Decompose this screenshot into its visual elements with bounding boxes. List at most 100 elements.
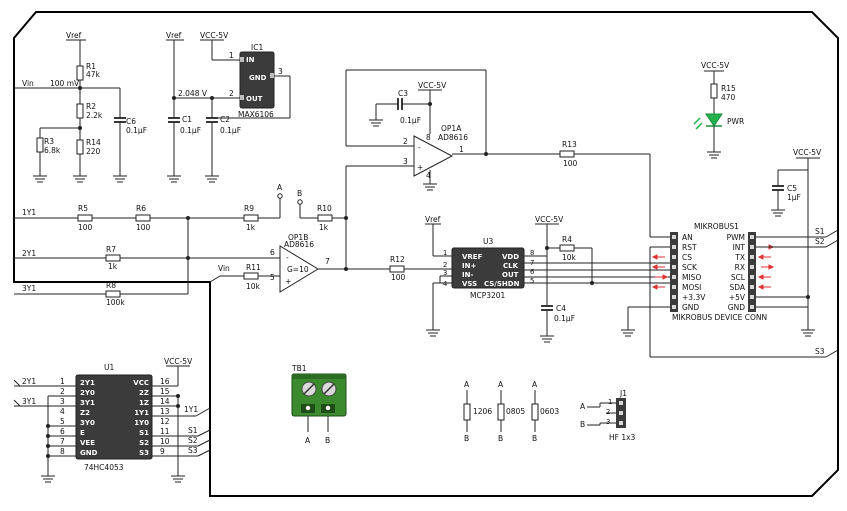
op1b-minus: - (286, 253, 289, 262)
size-0603: 0603 (540, 407, 559, 416)
u1-num-1: 1 (60, 377, 65, 386)
j1-label: J1 (619, 389, 627, 398)
mb-pin-cs: CS (682, 253, 692, 262)
s1-label: S1 (815, 227, 825, 236)
op1b-pin5: 5 (270, 273, 275, 282)
mikrobus-right-labels: PWM INT TX RX SCL SDA +5V GND (727, 233, 746, 312)
adc-section: R12 100 Vref U3 MCP3201 VREF IN+ IN- VSS… (389, 215, 670, 343)
u3-left-pins: VREF IN+ IN- VSS 1 2 3 4 (443, 249, 483, 288)
tb1-label: TB1 (291, 364, 307, 373)
mb-pin-scl: SCL (731, 273, 746, 282)
fp3-a: A (532, 380, 538, 389)
op1a-pin4: 4 (426, 171, 431, 180)
u1-num-3: 3 (60, 397, 65, 406)
u3-pin-clk: CLK (503, 262, 519, 270)
u1-right-nums: 16 15 14 13 12 11 10 9 (160, 377, 170, 456)
u3-num-2: 2 (443, 261, 447, 269)
u3-pin-inp: IN+ (462, 262, 476, 270)
r4-value: 10k (562, 253, 577, 262)
u1-num-2: 2 (60, 387, 65, 396)
op1b-amplifier: - + G=10 OP1B AD8616 6 5 7 Vin R11 10k (209, 165, 414, 293)
jumper-j1: J1 1 2 3 A B HF 1x3 (580, 389, 636, 442)
u3-part: MCP3201 (470, 291, 506, 300)
r7-name: R7 (106, 245, 116, 254)
r2-name: R2 (86, 102, 96, 111)
ic1-chip (239, 51, 275, 109)
u1-num-10: 10 (160, 437, 170, 446)
terminal-block: TB1 A B (291, 364, 347, 445)
vref-label-2: Vref (166, 31, 182, 40)
r11-value: 10k (246, 282, 261, 291)
c3-name: C3 (398, 89, 408, 98)
u3-pin-vref: VREF (462, 253, 483, 261)
reference-section: Vref VCC-5V 1 2.048 V 2 C1 0.1µF C2 0.1µ… (166, 31, 291, 183)
ic1-pin2: 2 (229, 89, 234, 98)
u1-pin-s3: S3 (139, 449, 149, 457)
op1a-pin3: 3 (403, 157, 408, 166)
tb1-body (291, 373, 347, 417)
u3-num-1: 1 (443, 249, 447, 257)
vin-label-2: Vin (218, 264, 230, 273)
r9-value: 1k (246, 223, 256, 232)
u1-num-4: 4 (60, 407, 65, 416)
c6-name: C6 (126, 117, 136, 126)
op1b-gain: G=10 (287, 265, 309, 274)
fp1-b: B (464, 434, 469, 443)
j1-pin3: 3 (606, 418, 610, 426)
r3-name: R3 (44, 137, 54, 146)
u1-num-5: 5 (60, 417, 65, 426)
op1b-part: AD8616 (284, 240, 314, 249)
u1-ch1-label: 1Y1 (184, 405, 198, 414)
mb-pin-tx: TX (734, 253, 745, 262)
u1-s2-label: S2 (188, 436, 198, 445)
tb1-a-label: A (305, 436, 311, 445)
u3-chip (451, 247, 525, 289)
mikrobus-left-labels: AN RST CS SCK MISO MOSI +3.3V GND (682, 233, 706, 312)
u3-num-5: 5 (530, 277, 534, 285)
u3-pin-cs: CS/SHDN (484, 280, 520, 288)
mb-pin-an: AN (682, 233, 693, 242)
op1b-pin6: 6 (270, 248, 275, 257)
ref-voltage-label: 2.048 V (178, 89, 208, 98)
u1-left-nums: 1 2 3 4 5 6 7 8 (60, 377, 65, 456)
u1-num-15: 15 (160, 387, 170, 396)
r3-value: 6.8k (44, 146, 61, 155)
u1-num-7: 7 (60, 437, 65, 446)
r4-name: R4 (562, 235, 572, 244)
vcc-label-4: VCC-5V (701, 61, 730, 70)
u1-pin-z2: Z2 (80, 409, 90, 417)
u1-num-11: 11 (160, 427, 170, 436)
u1-num-9: 9 (160, 447, 165, 456)
c5-section: VCC-5V C5 1µF (771, 148, 822, 296)
u3-pin-out: OUT (502, 271, 519, 279)
ic1-gnd: GND (249, 74, 267, 82)
u1-num-13: 13 (160, 407, 170, 416)
op1b-name: OP1B (288, 233, 308, 242)
mb-pin-pwm: PWM (727, 233, 745, 242)
ic1-pin1: 1 (229, 51, 234, 60)
u3-num-8: 8 (530, 249, 534, 257)
mb-pin-rst: RST (682, 243, 697, 252)
u1-num-6: 6 (60, 427, 65, 436)
c2-value: 0.1µF (220, 126, 241, 135)
r12-value: 100 (391, 273, 406, 282)
mb-pin-gnd-left: GND (682, 303, 699, 312)
u1-num-8: 8 (60, 447, 65, 456)
op1a-part: AD8616 (438, 133, 468, 142)
fp2-a: A (498, 380, 504, 389)
u3-pin-vss: VSS (462, 280, 477, 288)
u1-pin-1y0: 1Y0 (134, 419, 149, 427)
mb-pin-mosi: MOSI (682, 283, 701, 292)
u1-pin-2y1: 2Y1 (80, 379, 95, 387)
op1a-minus: - (418, 143, 421, 152)
u3-name: U3 (483, 237, 493, 246)
c5-value: 1µF (787, 193, 801, 202)
r6-value: 100 (136, 223, 151, 232)
op1a-pin1: 1 (459, 145, 464, 154)
vcc-label-5: VCC-5V (793, 148, 822, 157)
u3-num-6: 6 (530, 268, 534, 276)
pwr-label: PWR (727, 117, 744, 126)
u1-chip (75, 374, 153, 460)
u3-num-4: 4 (443, 280, 447, 288)
